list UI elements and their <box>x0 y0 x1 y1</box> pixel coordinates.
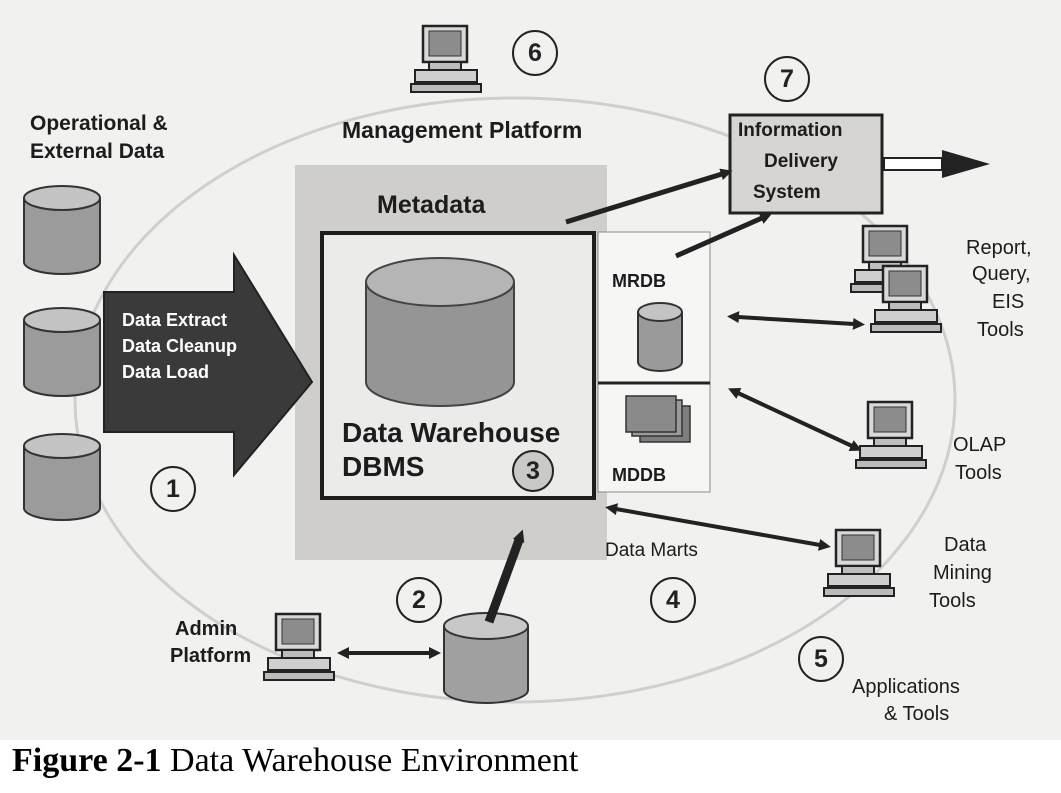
figure-title: Data Warehouse Environment <box>161 742 579 779</box>
metadata-label: Metadata <box>377 191 486 219</box>
apps-label-2: & Tools <box>884 703 950 725</box>
step-number-5: 5 <box>798 636 844 682</box>
admin-cylinder <box>443 612 529 704</box>
admin-upload-arrow <box>484 529 525 624</box>
info-label-3: System <box>753 182 821 203</box>
metadata-to-ids-arrow <box>565 168 733 225</box>
mrdb-cylinder <box>637 302 683 372</box>
dw-label-2: DBMS <box>342 451 425 482</box>
figure-caption: Figure 2-1 Data Warehouse Environment <box>12 742 578 780</box>
report-label-3: EIS <box>992 291 1025 313</box>
management-platform-label: Management Platform <box>342 117 583 143</box>
info-label-2: Delivery <box>764 151 838 172</box>
figure-number: Figure 2-1 <box>12 742 162 779</box>
info-delivery-box <box>728 113 884 215</box>
step-number-3: 3 <box>512 450 554 492</box>
admin-label-2: Platform <box>170 645 252 667</box>
external-data-label: External Data <box>30 140 165 163</box>
diagram-artwork <box>23 24 990 704</box>
source-cylinder-3 <box>23 433 101 521</box>
mddb-cube <box>625 395 691 443</box>
step-number-1: 1 <box>150 466 196 512</box>
apps-label-1: Applications <box>852 676 960 698</box>
info-label-1: Information <box>738 120 843 141</box>
report-label-2: Query, <box>972 263 1031 285</box>
mining-label-1: Data <box>944 534 987 556</box>
olap-computer <box>854 400 928 470</box>
admin-label-1: Admin <box>175 618 238 640</box>
step-number-7: 7 <box>764 56 810 102</box>
olap-label-1: OLAP <box>953 434 1007 456</box>
mining-link-arrow <box>605 503 831 551</box>
mining-label-2: Mining <box>933 562 992 584</box>
load-label: Data Load <box>122 362 210 382</box>
ids-output-arrow <box>883 150 990 178</box>
step-number-4: 4 <box>650 577 696 623</box>
source-cylinder-1 <box>23 185 101 275</box>
management-computer <box>409 24 483 94</box>
environment-circle <box>73 96 957 704</box>
report-label-4: Tools <box>977 319 1024 341</box>
mining-label-3: Tools <box>929 590 976 612</box>
report-label-1: Report, <box>966 237 1032 259</box>
cleanup-label: Data Cleanup <box>122 336 238 356</box>
etl-arrow <box>103 251 314 478</box>
dw-cylinder <box>365 257 515 407</box>
step-number-2: 2 <box>396 577 442 623</box>
step-number-6: 6 <box>512 30 558 76</box>
extract-label: Data Extract <box>122 310 228 330</box>
admin-computer <box>262 612 336 682</box>
report-link-arrow <box>727 311 865 330</box>
olap-link-arrow <box>728 387 862 452</box>
data-marts-label: Data Marts <box>605 540 698 561</box>
dw-label-1: Data Warehouse <box>342 417 561 448</box>
source-cylinder-2 <box>23 307 101 397</box>
operational-label: Operational & <box>30 112 168 135</box>
mddb-label: MDDB <box>612 465 666 485</box>
olap-label-2: Tools <box>955 462 1002 484</box>
mrdb-label: MRDB <box>612 271 666 291</box>
marts-to-ids-arrow <box>674 212 773 259</box>
